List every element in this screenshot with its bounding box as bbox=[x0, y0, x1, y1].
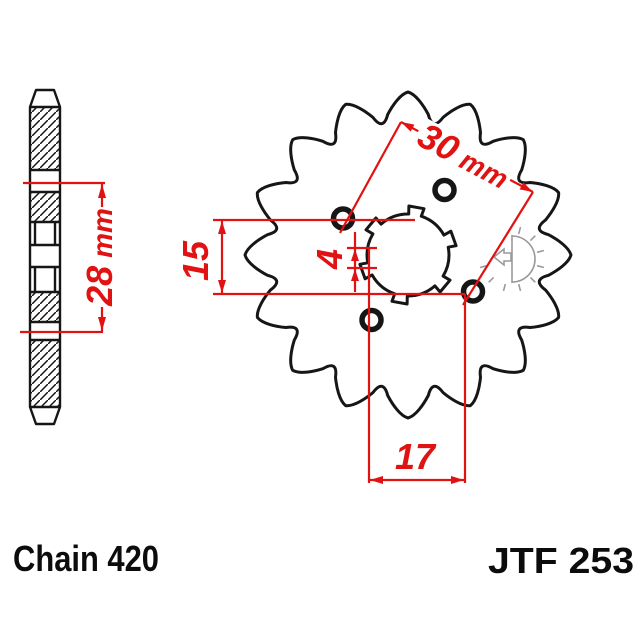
side-view-dividers bbox=[30, 105, 60, 409]
sun-rays bbox=[479, 226, 545, 292]
bolt-hole bbox=[359, 307, 384, 333]
sun-ray bbox=[517, 226, 522, 235]
bolt-hole bbox=[432, 177, 457, 203]
dim-15: 15 bbox=[175, 218, 465, 296]
side-view-outline bbox=[28, 88, 62, 426]
dim-4: 4 bbox=[309, 232, 377, 292]
chain-size-label: Chain 420 bbox=[13, 538, 159, 579]
sun-ray bbox=[517, 283, 522, 292]
dim-4-label: 4 bbox=[309, 249, 350, 270]
sprocket-front-view bbox=[243, 90, 573, 420]
dim-17-label: 17 bbox=[395, 436, 437, 477]
part-number-label: JTF 253 bbox=[488, 540, 634, 581]
hatch-section bbox=[31, 108, 59, 170]
dim-15-label: 15 bbox=[175, 240, 216, 281]
sun-ray bbox=[529, 276, 536, 283]
hatch-section bbox=[31, 192, 59, 222]
side-view bbox=[28, 88, 62, 426]
dim-28mm: 28mm bbox=[20, 181, 120, 334]
sun-ray bbox=[529, 235, 536, 242]
sun-ray bbox=[479, 264, 488, 269]
jt-sun-watermark-icon bbox=[479, 226, 545, 292]
hatch-section bbox=[31, 340, 59, 407]
sun-ray bbox=[536, 264, 545, 269]
sun-ray bbox=[488, 276, 495, 283]
hatch-section bbox=[31, 292, 59, 322]
dim-17: 17 bbox=[367, 248, 467, 484]
sun-ray bbox=[536, 249, 545, 254]
sun-ray bbox=[502, 283, 507, 292]
bolt-hole bbox=[460, 279, 486, 304]
dim-28mm-label: 28mm bbox=[79, 208, 120, 307]
